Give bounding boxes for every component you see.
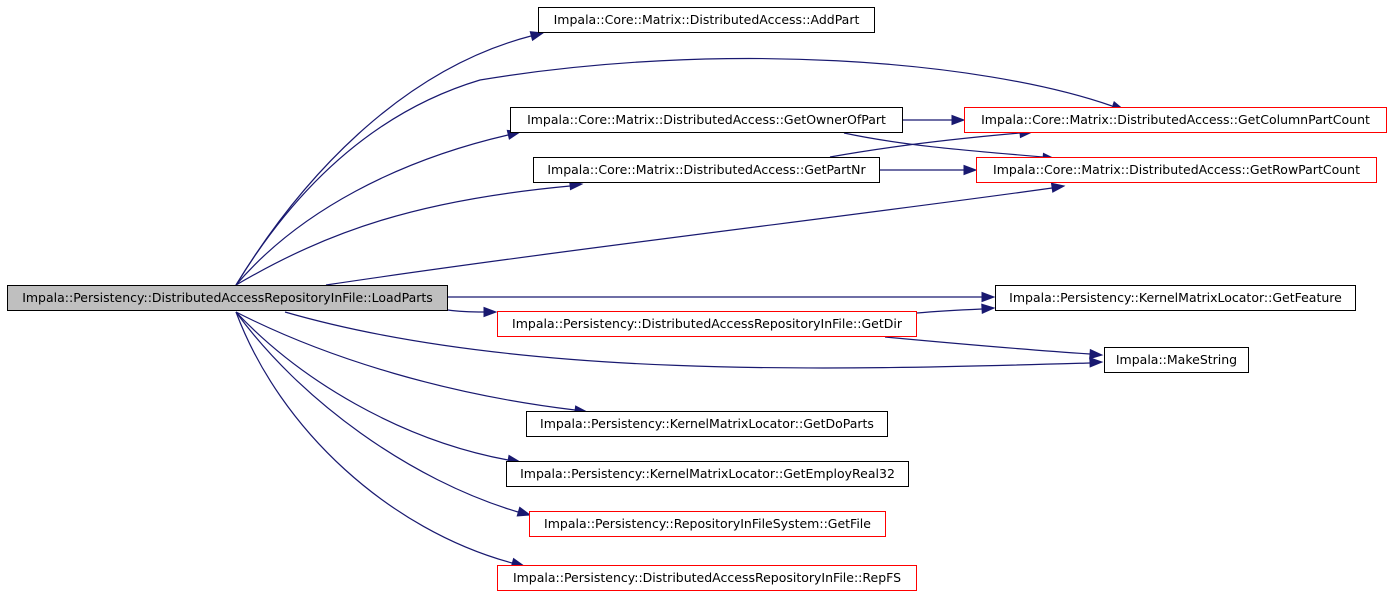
edge-n3-n4 <box>843 132 1044 158</box>
edge-n0-n12 <box>235 311 513 564</box>
node-get-employ-real32[interactable]: Impala::Persistency::KernelMatrixLocator… <box>506 461 909 487</box>
node-get-dir[interactable]: Impala::Persistency::DistributedAccessRe… <box>497 311 917 337</box>
edge-n0-n8 <box>284 311 1091 369</box>
arrowhead-n7-n8 <box>1089 348 1104 360</box>
arrowhead-n0-n11 <box>516 506 532 517</box>
node-load-parts[interactable]: Impala::Persistency::DistributedAccessRe… <box>7 285 448 311</box>
arrowhead-n7-n6 <box>981 303 996 314</box>
edge-n0-n11 <box>235 311 519 513</box>
node-get-do-parts[interactable]: Impala::Persistency::KernelMatrixLocator… <box>526 411 888 437</box>
arrowhead-n0-n6 <box>981 291 996 303</box>
edge-n5-n2 <box>829 132 1021 158</box>
edge-n0-n1 <box>235 35 532 286</box>
node-get-column-part-count[interactable]: Impala::Core::Matrix::DistributedAccess:… <box>964 107 1387 133</box>
edge-n7-n8 <box>884 336 1091 355</box>
node-make-string[interactable]: Impala::MakeString <box>1104 347 1249 373</box>
arrowhead-n0-n4 <box>1050 182 1066 193</box>
node-get-feature[interactable]: Impala::Persistency::KernelMatrixLocator… <box>995 285 1356 311</box>
node-rep-fs[interactable]: Impala::Persistency::DistributedAccessRe… <box>497 565 917 591</box>
edge-n7-n6 <box>916 308 983 314</box>
edge-n0-n5 <box>235 185 571 286</box>
node-add-part[interactable]: Impala::Core::Matrix::DistributedAccess:… <box>538 7 875 33</box>
edges-layer <box>235 31 1126 568</box>
node-get-file[interactable]: Impala::Persistency::RepositoryInFileSys… <box>529 511 886 537</box>
edge-n0-n3 <box>235 134 509 286</box>
arrowhead-n0-n1 <box>529 31 545 42</box>
edge-n0-n4 <box>325 187 1053 286</box>
node-get-part-nr[interactable]: Impala::Core::Matrix::DistributedAccess:… <box>533 157 880 183</box>
arrowhead-n5-n4 <box>963 164 978 176</box>
edge-n0-n2 <box>235 57 1113 286</box>
arrowhead-n3-n2 <box>951 114 966 126</box>
node-get-owner-of-part[interactable]: Impala::Core::Matrix::DistributedAccess:… <box>510 107 903 133</box>
arrowhead-n0-n8 <box>1089 357 1104 368</box>
edge-n0-n9 <box>235 311 576 411</box>
edge-n0-n10 <box>235 311 509 461</box>
arrowhead-n0-n7 <box>483 306 498 318</box>
node-get-row-part-count[interactable]: Impala::Core::Matrix::DistributedAccess:… <box>976 157 1377 183</box>
edge-n0-n7 <box>447 309 485 313</box>
